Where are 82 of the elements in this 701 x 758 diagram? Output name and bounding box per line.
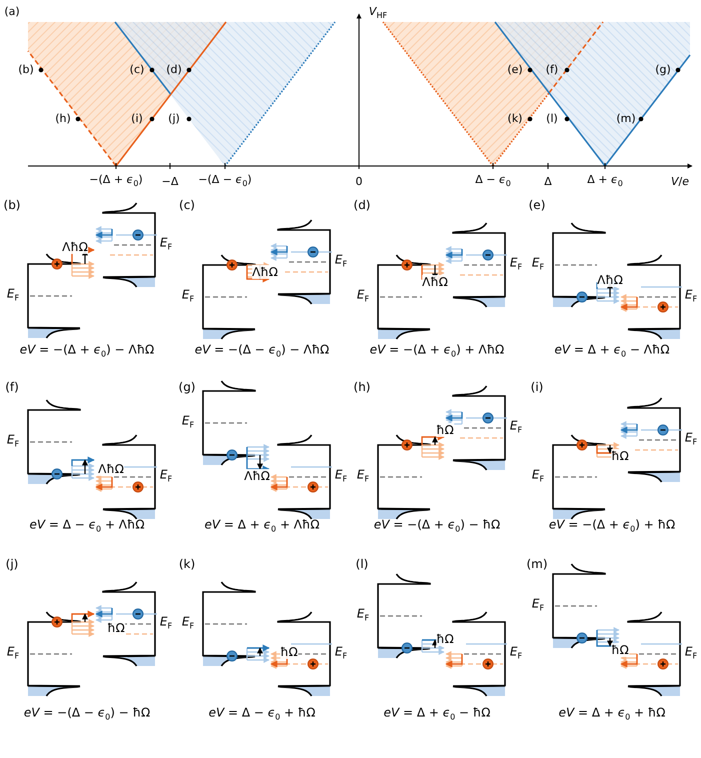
bias-equation: eV = −(Δ + ϵ$_{0}$) + ΛħΩ xyxy=(370,342,504,361)
bias-equation: eV = −(Δ − ϵ$_{0}$) − ħΩ xyxy=(24,705,150,724)
tick-label: 0 xyxy=(356,175,362,189)
bias-equation: eV = −(Δ + ϵ$_{0}$) + ħΩ xyxy=(548,517,676,536)
point-label: (i) xyxy=(131,112,143,126)
bias-equation: eV = −(Δ − ϵ$_{0}$) − ΛħΩ xyxy=(194,342,330,361)
fermi-level-label: E$_{F}$ xyxy=(510,418,522,437)
energy-label: ħΩ xyxy=(436,632,454,646)
bias-equation: eV = Δ + ϵ$_{0}$ − ΛħΩ xyxy=(554,342,670,361)
fermi-level-label: E$_{F}$ xyxy=(684,644,698,663)
bias-equation: eV = −(Δ + ϵ$_{0}$) − ΛħΩ xyxy=(20,342,154,361)
point-label: (m) xyxy=(616,112,636,126)
fermi-level-label: E$_{F}$ xyxy=(182,614,194,633)
panel-label: (g) xyxy=(178,380,196,394)
bias-equation: eV = Δ − ϵ$_{0}$ + ħΩ xyxy=(208,705,316,724)
fermi-level-label: E$_{F}$ xyxy=(6,432,20,451)
energy-label: ħΩ xyxy=(436,423,454,437)
panel-label: (m) xyxy=(526,557,548,571)
panel-label: (h) xyxy=(354,380,370,394)
point-label: (g) xyxy=(655,63,671,77)
energy-label: ΛħΩ xyxy=(98,462,124,476)
point-label: (b) xyxy=(18,63,34,77)
fermi-level-label: E$_{F}$ xyxy=(510,255,522,274)
fermi-level-label: E$_{F}$ xyxy=(160,235,172,254)
fermi-level-label: E$_{F}$ xyxy=(160,467,172,486)
panel-label: (l) xyxy=(356,557,368,571)
fermi-level-label: E$_{F}$ xyxy=(334,467,348,486)
panel-label: (j) xyxy=(6,557,18,571)
point-label: (c) xyxy=(130,63,144,77)
fermi-level-label: E$_{F}$ xyxy=(356,287,370,306)
energy-label: ΛħΩ xyxy=(62,240,88,254)
axis-label: V/e xyxy=(670,175,690,189)
bias-equation: eV = Δ − ϵ$_{0}$ + ΛħΩ xyxy=(29,517,145,536)
bias-equation: eV = Δ + ϵ$_{0}$ − ħΩ xyxy=(384,705,490,724)
fermi-level-label: E$_{F}$ xyxy=(356,467,370,486)
tick-label: −(Δ + ϵ$_{0}$) xyxy=(89,172,143,190)
fermi-level-label: E$_{F}$ xyxy=(510,644,522,663)
bias-equation: eV = −(Δ + ϵ$_{0}$) − ħΩ xyxy=(374,517,500,536)
energy-label: ΛħΩ xyxy=(252,265,278,279)
point-label: (k) xyxy=(508,112,522,126)
fermi-level-label: E$_{F}$ xyxy=(684,430,698,449)
energy-label: ħΩ xyxy=(611,449,629,463)
fermi-level-label: E$_{F}$ xyxy=(160,614,172,633)
point-label: (d) xyxy=(166,63,182,77)
point-label: (f) xyxy=(546,63,558,77)
tick-label: Δ − ϵ$_{0}$ xyxy=(475,172,511,190)
fermi-level-label: E$_{F}$ xyxy=(334,252,348,271)
bias-equation: eV = Δ + ϵ$_{0}$ + ħΩ xyxy=(558,705,666,724)
fermi-level-label: E$_{F}$ xyxy=(532,255,544,274)
tick-label: −Δ xyxy=(162,175,178,189)
energy-label: ΛħΩ xyxy=(597,273,623,287)
energy-label: ħΩ xyxy=(280,645,298,659)
fermi-level-label: E$_{F}$ xyxy=(6,286,20,305)
fermi-level-label: E$_{F}$ xyxy=(6,644,20,663)
fermi-level-label: E$_{F}$ xyxy=(532,596,544,615)
fermi-level-label: E$_{F}$ xyxy=(334,644,348,663)
panel-label: (f) xyxy=(5,380,19,394)
energy-label: ΛħΩ xyxy=(244,469,270,483)
panel-label: (d) xyxy=(354,198,370,212)
point-label: (h) xyxy=(55,112,71,126)
fermi-level-label: E$_{F}$ xyxy=(182,413,194,432)
panel-label: (a) xyxy=(4,5,20,19)
axis-label: V$_{HF}$ xyxy=(368,4,388,22)
panel-label: (k) xyxy=(178,557,196,571)
panel-label: (e) xyxy=(528,198,546,212)
energy-label: ħΩ xyxy=(107,621,125,635)
panel-label: (i) xyxy=(530,380,544,394)
panel-label: (c) xyxy=(179,198,195,212)
point-label: (l) xyxy=(546,112,558,126)
fermi-level-label: E$_{F}$ xyxy=(356,606,370,625)
point-label: (j) xyxy=(168,112,180,126)
energy-label: ΛħΩ xyxy=(422,275,448,289)
tick-label: Δ + ϵ$_{0}$ xyxy=(587,172,623,190)
tick-label: −(Δ − ϵ$_{0}$) xyxy=(198,172,252,190)
point-label: (e) xyxy=(507,63,523,77)
fermi-level-label: E$_{F}$ xyxy=(684,287,698,306)
tick-label: Δ xyxy=(544,175,552,189)
fermi-level-label: E$_{F}$ xyxy=(532,467,544,486)
bias-equation: eV = Δ + ϵ$_{0}$ + ΛħΩ xyxy=(204,517,320,536)
panel-label: (b) xyxy=(4,198,20,212)
fermi-level-label: E$_{F}$ xyxy=(182,287,194,306)
energy-label: ħΩ xyxy=(611,643,629,657)
